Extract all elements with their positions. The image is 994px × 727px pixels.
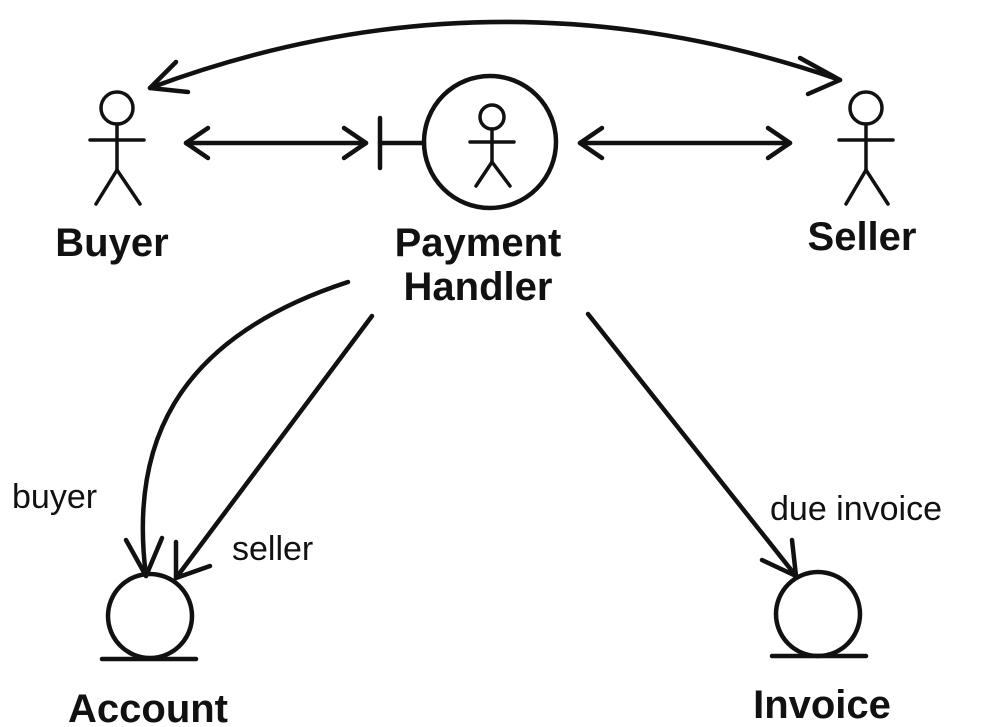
account-label: Account [68,687,228,727]
buyer-label: Buyer [55,221,168,265]
payment-invoice-link [585,311,799,579]
due-invoice-role-label: due invoice [770,490,942,528]
seller-actor-icon [837,90,895,206]
invoice-label: Invoice [753,683,891,727]
payment-handler-icon [377,73,559,211]
payment-account-seller-link [173,313,375,581]
payment-seller-association [577,125,793,161]
buyer-payment-association [183,125,369,161]
seller-role-label: seller [232,530,313,568]
invoice-entity-icon [769,569,869,659]
payment-handler-label-line2: Handler [404,265,553,309]
payment-handler-label-line1: Payment [395,221,562,265]
buyer-role-label: buyer [12,478,97,516]
buyer-seller-curve [147,19,843,91]
arrowhead-buyer-top [147,59,191,95]
account-entity-icon [99,571,199,662]
seller-label: Seller [808,215,917,259]
buyer-seller-association [147,19,843,97]
buyer-actor-icon [88,90,146,206]
arrowhead-seller-top [797,55,843,97]
